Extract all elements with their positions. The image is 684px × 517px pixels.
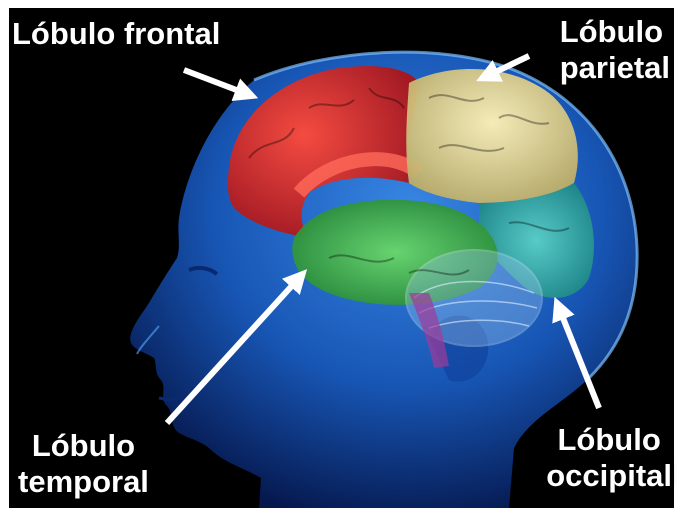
temporal-lobe-label-line1: Lóbulo [18, 428, 149, 464]
mouth [159, 398, 181, 400]
parietal-lobe-label-line1: Lóbulo [560, 14, 670, 50]
frontal-arrow [184, 70, 247, 94]
occipital-lobe-label: Lóbulo occipital [546, 422, 672, 494]
temporal-lobe-label: Lóbulo temporal [18, 428, 149, 500]
parietal-lobe-label-line2: parietal [560, 50, 670, 86]
temporal-lobe-label-line2: temporal [18, 464, 149, 500]
occipital-lobe-label-line1: Lóbulo [546, 422, 672, 458]
occipital-lobe-label-line2: occipital [546, 458, 672, 494]
frontal-lobe-label: Lóbulo frontal [12, 16, 220, 52]
frontal-lobe-label-text: Lóbulo frontal [12, 16, 220, 52]
parietal-lobe-label: Lóbulo parietal [560, 14, 670, 86]
